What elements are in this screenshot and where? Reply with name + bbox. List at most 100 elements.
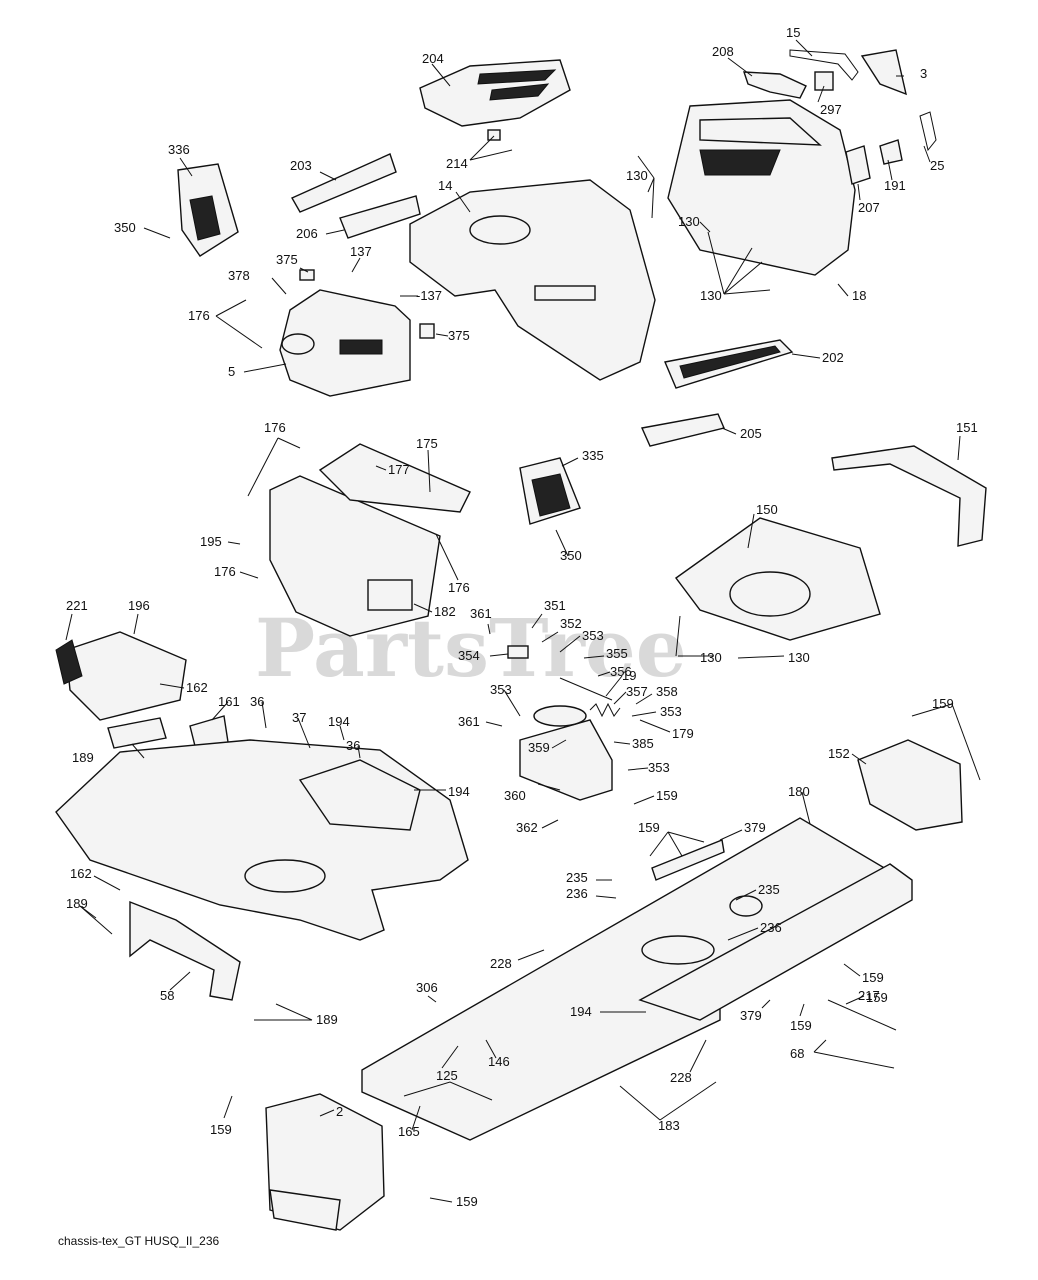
part-205: [640, 413, 725, 447]
callout-191: 191: [884, 178, 906, 193]
callout-353a: 353: [582, 628, 604, 643]
callout-159a: 159: [656, 788, 678, 803]
callout-353b: 353: [490, 682, 512, 697]
callout-378: 378: [228, 268, 250, 283]
callout-130b: 130: [700, 650, 722, 665]
callout-36a: 36: [250, 694, 264, 709]
callout-176b: 176: [214, 564, 236, 579]
callout-18: 18: [852, 288, 866, 303]
callout-306: 306: [416, 980, 438, 995]
callout-195: 195: [200, 534, 222, 549]
callout-189c: 189: [316, 1012, 338, 1027]
callout-361b: 361: [458, 714, 480, 729]
callout-137b: -137: [416, 288, 442, 303]
callout-214: 214: [446, 156, 468, 171]
callout-350b: 350: [560, 548, 582, 563]
callout-15: 15: [786, 25, 800, 40]
callout-194c: 194: [570, 1004, 592, 1019]
callout-361a: 361: [470, 606, 492, 621]
callout-137a: 137: [350, 244, 372, 259]
callout-189a: 189: [72, 750, 94, 765]
diagram-caption: chassis-tex_GT HUSQ_II_236: [58, 1234, 220, 1248]
part-5-column-housing: [279, 289, 411, 397]
callout-159h: 159: [866, 990, 888, 1005]
part-165-rod: [403, 1081, 493, 1101]
part-25-seal: [919, 111, 937, 152]
callout-159b: 159: [638, 820, 660, 835]
callout-208: 208: [712, 44, 734, 59]
part-3-bracket: [860, 49, 907, 96]
part-204-hood: [419, 59, 571, 127]
part-208-bracket: [743, 71, 807, 99]
callout-385: 385: [632, 736, 654, 751]
callout-236a: 236: [566, 886, 588, 901]
part-221: [55, 639, 83, 685]
part-336-side-panel: [177, 163, 239, 257]
callout-2: 2: [336, 1104, 343, 1119]
callout-151: 151: [956, 420, 978, 435]
callout-196: 196: [128, 598, 150, 613]
callout-355: 355: [606, 646, 628, 661]
callout-14: 14: [438, 178, 452, 193]
callout-217: 217: [858, 988, 880, 1003]
callout-362: 362: [516, 820, 538, 835]
leader-lines: [65, 39, 981, 1203]
callout-176a: 176: [188, 308, 210, 323]
callout-204: 204: [422, 51, 444, 66]
callout-159g: 159: [932, 696, 954, 711]
callout-130c: 130: [678, 214, 700, 229]
callout-182: 182: [434, 604, 456, 619]
part-191: [879, 139, 903, 165]
callout-159c: 159: [862, 970, 884, 985]
callout-175: 175: [416, 436, 438, 451]
callout-146: 146: [488, 1054, 510, 1069]
callout-351: 351: [544, 598, 566, 613]
part-297: [814, 71, 834, 91]
callout-159e: 159: [210, 1122, 232, 1137]
callout-357: 357: [626, 684, 648, 699]
part-357-spring: [589, 702, 621, 718]
part-214: [487, 129, 501, 141]
callout-358: 358: [656, 684, 678, 699]
callout-379a: 379: [744, 820, 766, 835]
callout-161: 161: [218, 694, 240, 709]
callout-159f: 159: [456, 1194, 478, 1209]
part-202-grille: [664, 339, 794, 389]
part-196: [65, 631, 187, 721]
callout-177: 177: [388, 462, 410, 477]
callout-180: 180: [788, 784, 810, 799]
callout-19: 19: [622, 668, 636, 683]
part-206: [339, 195, 421, 239]
callout-360: 360: [504, 788, 526, 803]
part-2-axle-plate: [265, 1093, 385, 1231]
callout-221: 221: [66, 598, 88, 613]
part-19-link: [559, 677, 613, 701]
callout-165: 165: [398, 1124, 420, 1139]
callout-205: 205: [740, 426, 762, 441]
part-151-bracket: [831, 445, 987, 547]
callout-352: 352: [560, 616, 582, 631]
callout-207: 207: [858, 200, 880, 215]
part-180-frame: [361, 817, 913, 1141]
part-152: [857, 739, 963, 831]
part-58-bracket: [129, 900, 241, 1001]
callout-150: 150: [756, 502, 778, 517]
part-37-fender: [55, 739, 469, 941]
part-175-bracket: [318, 443, 471, 513]
callout-356: 356: [610, 664, 632, 679]
callout-206: 206: [296, 226, 318, 241]
callout-375b: 375: [448, 328, 470, 343]
callout-3: 3: [920, 66, 927, 81]
part-354: [507, 645, 529, 659]
callout-228b: 228: [670, 1070, 692, 1085]
callout-159d: 159: [790, 1018, 812, 1033]
callout-202: 202: [822, 350, 844, 365]
callout-194a: 194: [328, 714, 350, 729]
callout-375a: 375: [276, 252, 298, 267]
part-335: [519, 457, 581, 525]
callout-179: 179: [672, 726, 694, 741]
part-217-rod: [827, 999, 897, 1031]
callout-152: 152: [828, 746, 850, 761]
callout-297: 297: [820, 102, 842, 117]
